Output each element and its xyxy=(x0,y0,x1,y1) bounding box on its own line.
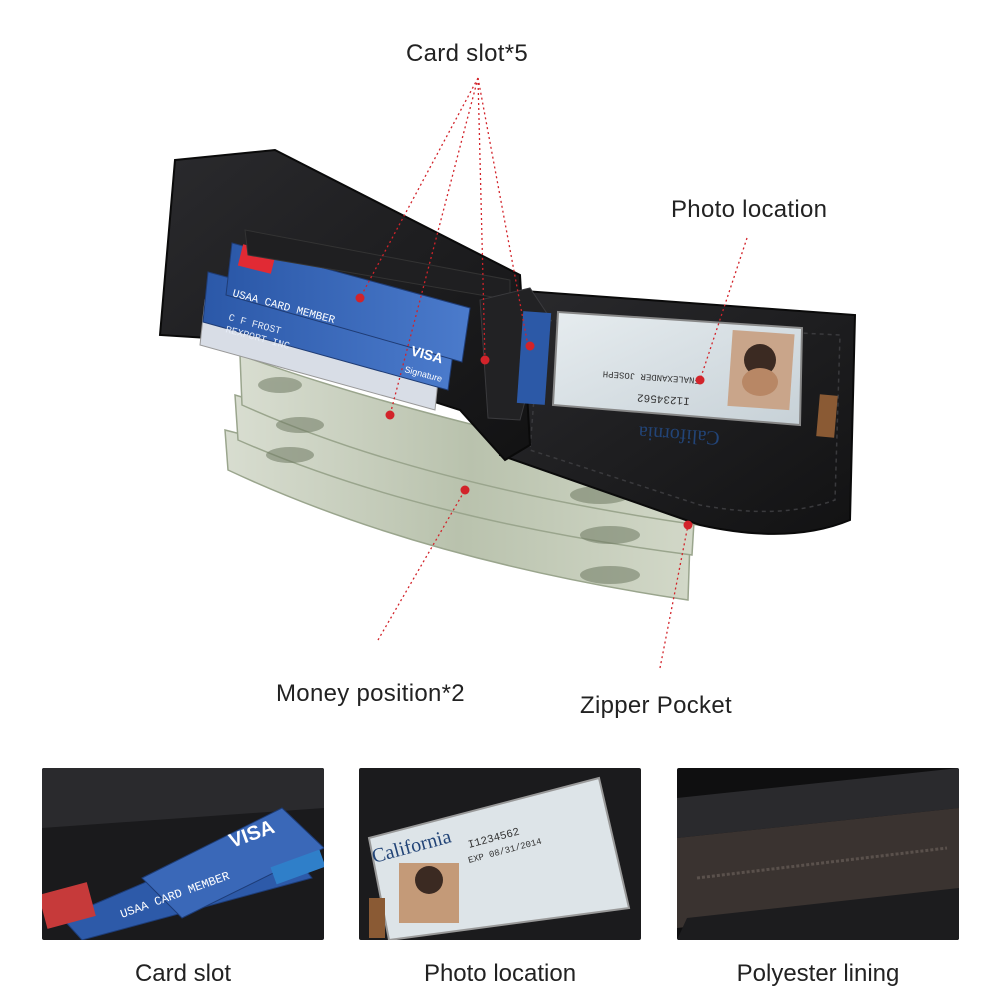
caption-photo-location: Photo location xyxy=(423,960,577,987)
wallet-main-image: California I1234562 FNALEXANDER JOSEPH U… xyxy=(158,77,857,669)
callout-card-slot: Card slot*5 xyxy=(406,40,529,67)
photo-location-closeup-image: California I1234562 EXP 08/31/2014 xyxy=(359,768,641,940)
caption-card-slot: Card slot xyxy=(134,960,232,987)
thumbnail-photo-location: California I1234562 EXP 08/31/2014 xyxy=(359,768,641,940)
polyester-lining-closeup-image xyxy=(677,768,959,940)
callout-photo-location: Photo location xyxy=(671,196,828,223)
caption-polyester-lining: Polyester lining xyxy=(736,960,900,987)
id-number: I1234562 xyxy=(637,390,691,406)
thumbnail-card-slot: USAA CARD MEMBER VISA xyxy=(42,768,324,940)
callout-dots xyxy=(355,293,705,530)
card-slot-closeup-image: USAA CARD MEMBER VISA xyxy=(42,768,324,940)
callout-money-position: Money position*2 xyxy=(276,680,465,707)
callout-zipper-pocket: Zipper Pocket xyxy=(580,692,732,719)
cards-stack: USAA CARD MEMBER C F FROST REXPORT INC V… xyxy=(199,242,471,411)
callout-lines xyxy=(359,77,748,669)
thumbnail-polyester-lining xyxy=(677,768,959,940)
